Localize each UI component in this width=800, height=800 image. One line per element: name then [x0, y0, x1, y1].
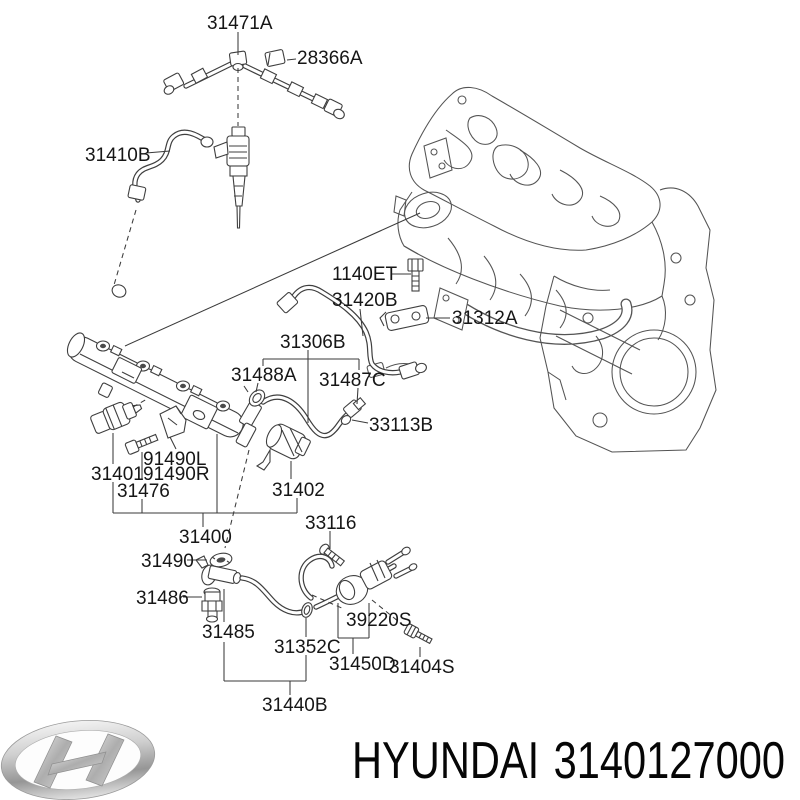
part-label-31486: 31486	[136, 588, 189, 609]
rail-bracket-drawing	[159, 405, 187, 439]
fuel-system-drawing	[66, 49, 433, 645]
part-label-31410b: 31410B	[85, 145, 151, 166]
injector-drawing	[213, 126, 250, 229]
part-label-31490: 31490	[141, 551, 194, 572]
rail-bolt-drawing	[124, 433, 159, 455]
part-label-31352c: 31352C	[274, 637, 341, 658]
part-label-31476: 31476	[117, 481, 170, 502]
part-label-31440b: 31440B	[262, 695, 328, 716]
assembly-line	[124, 212, 421, 347]
feed-pipe-drawing	[111, 129, 214, 298]
return-hose-drawing	[243, 385, 367, 439]
fuel-rail-drawing	[66, 332, 262, 448]
part-label-31488a: 31488A	[231, 365, 297, 386]
part-label-31487c: 31487C	[319, 370, 386, 391]
part-label-91490l: 91490L	[143, 449, 207, 470]
part-label-31306b: 31306B	[280, 332, 346, 353]
nipple-drawing	[195, 555, 242, 586]
pump-pipe-drawing	[276, 284, 427, 380]
damper-drawing	[255, 423, 311, 471]
part-label-91490r: 91490R	[143, 464, 210, 485]
screw-drawing	[319, 543, 346, 567]
part-label-28366a: 28366A	[297, 48, 363, 69]
part-label-31402: 31402	[272, 480, 325, 501]
engine-block-drawing	[366, 86, 717, 453]
grommet-drawing	[209, 552, 233, 568]
purge-valve-assembly-drawing	[298, 546, 418, 610]
pipe-bracket-drawing	[379, 305, 430, 331]
part-label-31400: 31400	[179, 527, 232, 548]
part-label-31485: 31485	[202, 622, 255, 643]
valve-bolt-drawing	[403, 623, 433, 645]
part-label-33113b: 33113B	[369, 415, 434, 436]
part-label-39220s: 39220S	[346, 610, 412, 631]
part-label-1140et: 1140ET	[332, 264, 398, 285]
engine-bolt-drawing	[407, 258, 424, 292]
pressure-sensor-drawing	[90, 401, 143, 434]
hyundai-h-mark	[33, 733, 125, 789]
vapor-hose-drawing	[239, 575, 313, 618]
part-label-31420b: 31420B	[332, 290, 398, 311]
hyundai-logo	[0, 719, 156, 800]
part-label-31471a: 31471A	[207, 13, 273, 34]
part-label-31312a: 31312A	[452, 308, 518, 329]
brand-text: HYUNDAI	[352, 732, 540, 790]
part-label-31450d: 31450D	[329, 654, 396, 675]
part-label-33116: 33116	[305, 513, 357, 534]
part-number-text: 3140127000	[553, 732, 785, 790]
part-label-31404s: 31404S	[389, 657, 455, 678]
fuel-pipe-assembly-drawing	[163, 49, 345, 120]
check-valve-drawing	[201, 587, 223, 623]
part-label-31401: 31401	[91, 464, 144, 485]
leader-lines	[112, 32, 450, 695]
